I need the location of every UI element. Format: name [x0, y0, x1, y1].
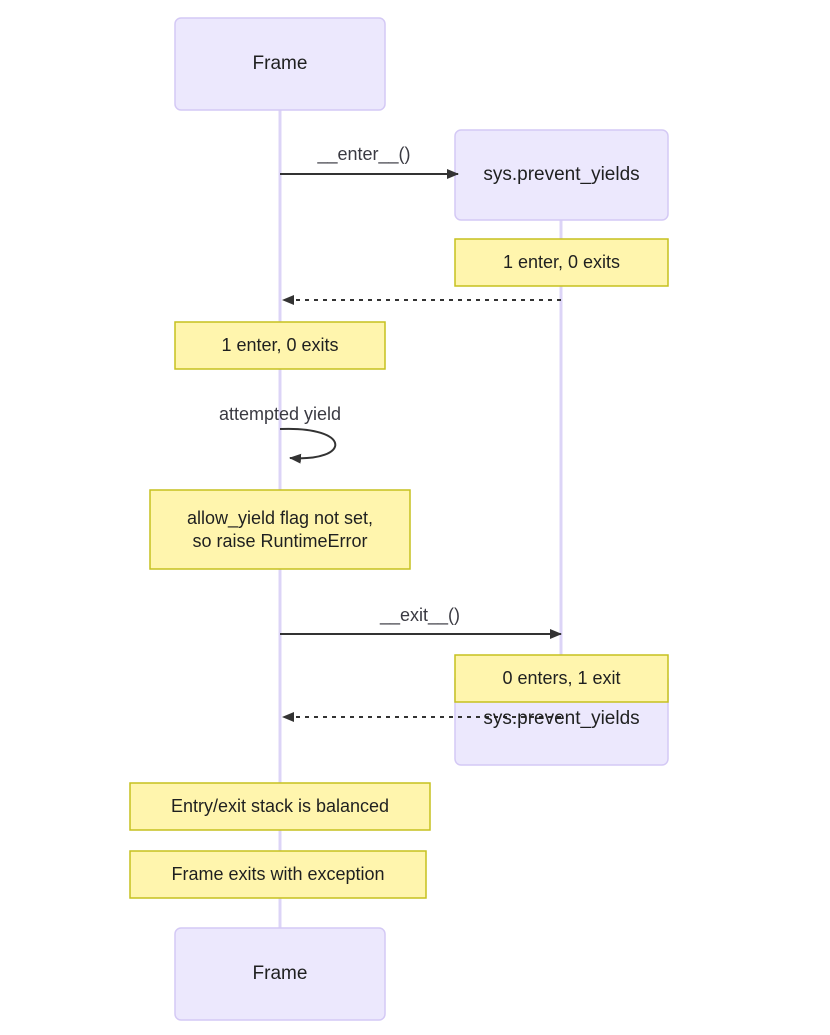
note-box-note-right-1[interactable] [454, 238, 669, 287]
note-box-note-left-2[interactable] [149, 489, 411, 570]
messages-group [279, 169, 562, 722]
participant-box-frame-bottom[interactable] [174, 927, 386, 1021]
note-box-note-right-2[interactable] [454, 654, 669, 703]
message-arrow-msg-self-yield[interactable] [279, 427, 337, 464]
note-box-note-left-1[interactable] [174, 321, 386, 370]
participant-box-frame-top[interactable] [174, 17, 386, 111]
participant-boxes-group [174, 17, 669, 1021]
note-box-note-left-3[interactable] [129, 782, 431, 831]
notes-group [129, 238, 669, 899]
participant-box-prevent_yields-top[interactable] [454, 129, 669, 221]
note-box-note-left-4[interactable] [129, 850, 427, 899]
